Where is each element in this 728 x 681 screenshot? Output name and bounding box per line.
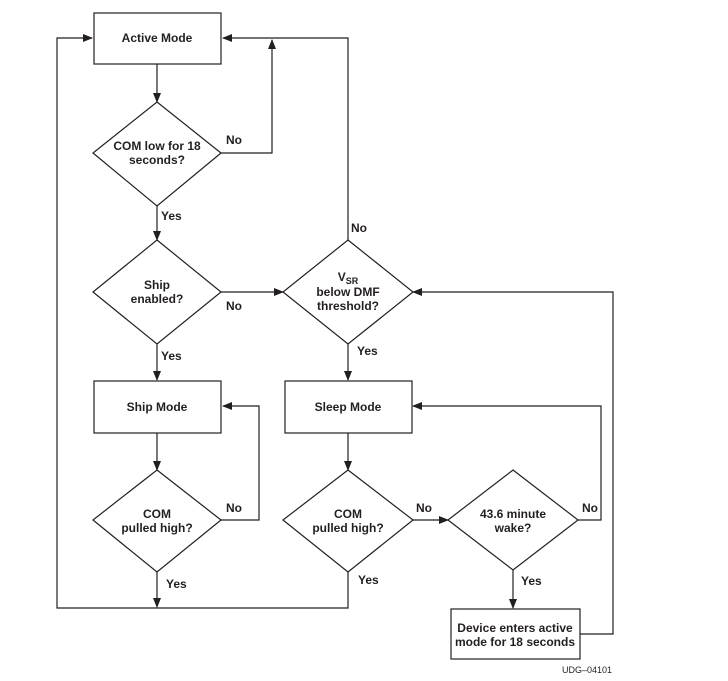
- label-vsr-no: No: [351, 221, 367, 235]
- arrow-device-to-vsr: [412, 288, 614, 635]
- label-vsr-yes: Yes: [357, 344, 378, 358]
- arrow-bottom-return-to-active: [56, 34, 349, 609]
- vsr-label-line3: threshold?: [317, 299, 379, 313]
- label-sleep-com-no: No: [416, 501, 432, 515]
- sleep-mode-label: Sleep Mode: [315, 400, 382, 414]
- com-low-label-line2: seconds?: [129, 153, 185, 167]
- active-mode-box: Active Mode: [93, 12, 222, 65]
- ship-mode-label: Ship Mode: [127, 400, 188, 414]
- sleep-com-label-line2: pulled high?: [312, 521, 383, 535]
- ship-enabled-label-line1: Ship: [144, 278, 170, 292]
- arrow-vsr-no-to-active: [222, 34, 349, 240]
- sleep-mode-box: Sleep Mode: [284, 380, 413, 434]
- edge-labels: No Yes No No Yes Yes No No No Yes Yes Ye…: [161, 133, 598, 591]
- vsr-decision: VSR below DMF threshold?: [282, 239, 414, 345]
- figure-id: UDG–04101: [562, 665, 612, 675]
- device-label-line2: mode for 18 seconds: [455, 635, 575, 649]
- vsr-symbol: V: [338, 270, 346, 284]
- active-mode-label: Active Mode: [122, 31, 193, 45]
- com-low-label-line1: COM low for 18: [113, 139, 201, 153]
- label-ship-enabled-yes: Yes: [161, 349, 182, 363]
- vsr-label-line2: below DMF: [316, 285, 379, 299]
- sleep-com-label-line1: COM: [334, 507, 362, 521]
- vsr-label-line1: VSR: [338, 270, 359, 286]
- arrow-com-low-no-loop: [221, 39, 276, 154]
- arrow-ship-com-no-loop: [221, 402, 260, 521]
- label-wake-no: No: [582, 501, 598, 515]
- com-low-decision: COM low for 18 seconds?: [92, 101, 222, 207]
- ship-com-label-line1: COM: [143, 507, 171, 521]
- ship-enabled-decision: Ship enabled?: [92, 239, 222, 345]
- sleep-com-pulled-high-decision: COM pulled high?: [282, 469, 414, 573]
- wake-label-line2: wake?: [494, 521, 532, 535]
- wake-decision: 43.6 minute wake?: [447, 469, 579, 571]
- device-active-box: Device enters active mode for 18 seconds: [450, 608, 581, 660]
- label-com-low-yes: Yes: [161, 209, 182, 223]
- label-wake-yes: Yes: [521, 574, 542, 588]
- ship-enabled-label-line2: enabled?: [131, 292, 184, 306]
- label-sleep-com-yes: Yes: [358, 573, 379, 587]
- device-label-line1: Device enters active: [457, 621, 573, 635]
- vsr-subscript: SR: [346, 276, 359, 286]
- arrow-wake-no-to-sleep-mode: [412, 402, 602, 521]
- ship-mode-box: Ship Mode: [93, 380, 222, 434]
- connectors: [56, 34, 614, 635]
- label-ship-com-no: No: [226, 501, 242, 515]
- ship-com-label-line2: pulled high?: [121, 521, 192, 535]
- ship-com-pulled-high-decision: COM pulled high?: [92, 469, 222, 573]
- wake-label-line1: 43.6 minute: [480, 507, 546, 521]
- label-com-low-no: No: [226, 133, 242, 147]
- label-ship-enabled-no: No: [226, 299, 242, 313]
- label-ship-com-yes: Yes: [166, 577, 187, 591]
